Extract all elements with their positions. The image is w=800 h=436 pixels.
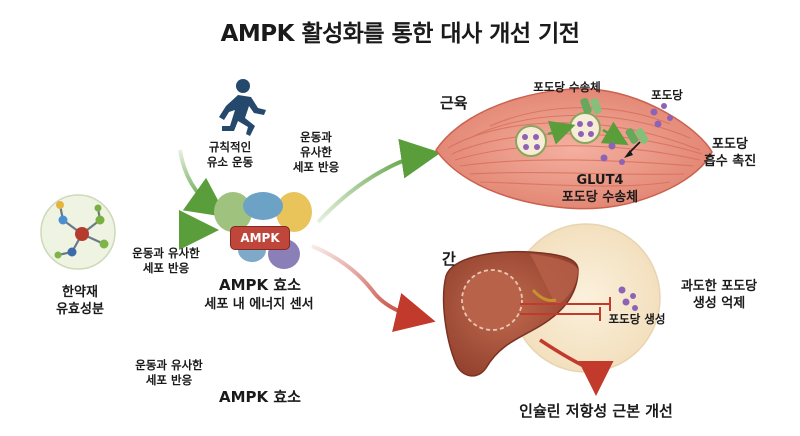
ampk-badge: AMPK xyxy=(230,226,290,250)
outcome-label: 인슐린 저항성 근본 개선 xyxy=(519,402,673,420)
liver-title: 간 xyxy=(442,250,456,268)
liver-to-outcome-arrow xyxy=(539,338,614,396)
muscle-icon xyxy=(435,88,713,210)
muscle-transporter-label: 포도당 수송체 xyxy=(533,80,601,94)
liver-effect-label: 과도한 포도당 생성 억제 xyxy=(660,278,778,312)
muscle-effect-line2: 흡수 촉진 xyxy=(703,154,757,169)
exercise-label-line1: 규칙적인 xyxy=(208,140,252,154)
runner-icon xyxy=(219,79,266,136)
glucose-transporter-icon xyxy=(580,97,649,144)
exercise-label-line2: 유소 운동 xyxy=(206,155,254,169)
ampk-to-muscle-arrow xyxy=(316,138,441,224)
glucose-dots xyxy=(600,103,673,165)
vesicle-icon xyxy=(515,112,601,157)
duplicate-response-label: 운동과 유사한 세포 반응 xyxy=(124,358,214,388)
liver-icon xyxy=(442,250,579,377)
muscle-glucose-label: 포도당 xyxy=(651,88,683,102)
exercise-response-line1: 운동과 xyxy=(300,130,332,144)
ampk-protein-icon xyxy=(214,192,312,269)
herb-arrow-label: 운동과 유사한 세포 반응 xyxy=(124,246,208,276)
liver-effect-line2: 생성 억제 xyxy=(692,296,746,311)
exercise-response-label: 운동과 유사한 세포 반응 xyxy=(280,130,352,175)
muscle-effect-label: 포도당 흡수 촉진 xyxy=(690,136,770,170)
exercise-response-line3: 세포 반응 xyxy=(292,160,340,174)
exercise-to-ampk-arrow xyxy=(178,149,228,218)
inhibition-bars xyxy=(520,297,611,321)
glut4-label: GLUT4 포도당 수송체 xyxy=(540,172,660,206)
muscle-title: 근육 xyxy=(440,94,468,112)
herb-label: 한약재 유효성분 xyxy=(40,284,120,318)
duplicate-response-line1: 운동과 유사한 xyxy=(135,358,203,372)
exercise-label: 규칙적인 유소 운동 xyxy=(198,140,262,170)
glut4-label-line2: 포도당 수송체 xyxy=(561,190,639,205)
herb-label-line1: 한약재 xyxy=(62,285,98,300)
liver-glucose-dots xyxy=(618,286,638,311)
glut4-label-line1: GLUT4 xyxy=(576,173,624,188)
liver-effect-line1: 과도한 포도당 xyxy=(680,279,758,294)
duplicate-ampk-name: AMPK 효소 xyxy=(219,388,301,406)
diagram-title: AMPK 활성화를 통한 대사 개선 기전 xyxy=(220,21,580,47)
exercise-response-line2: 유사한 xyxy=(300,145,332,159)
herb-arrow-label-line1: 운동과 유사한 xyxy=(132,246,200,260)
liver-production-label: 포도당 생성 xyxy=(608,312,666,326)
herb-arrow-label-line2: 세포 반응 xyxy=(142,261,190,275)
molecule-icon xyxy=(40,194,116,270)
duplicate-response-line2: 세포 반응 xyxy=(145,373,193,387)
ampk-description: 세포 내 에너지 센서 xyxy=(204,297,314,312)
herb-label-line2: 유효성분 xyxy=(56,302,104,317)
muscle-effect-line1: 포도당 xyxy=(712,137,748,152)
ampk-to-liver-arrow xyxy=(311,244,436,332)
ampk-name: AMPK 효소 xyxy=(219,276,301,294)
